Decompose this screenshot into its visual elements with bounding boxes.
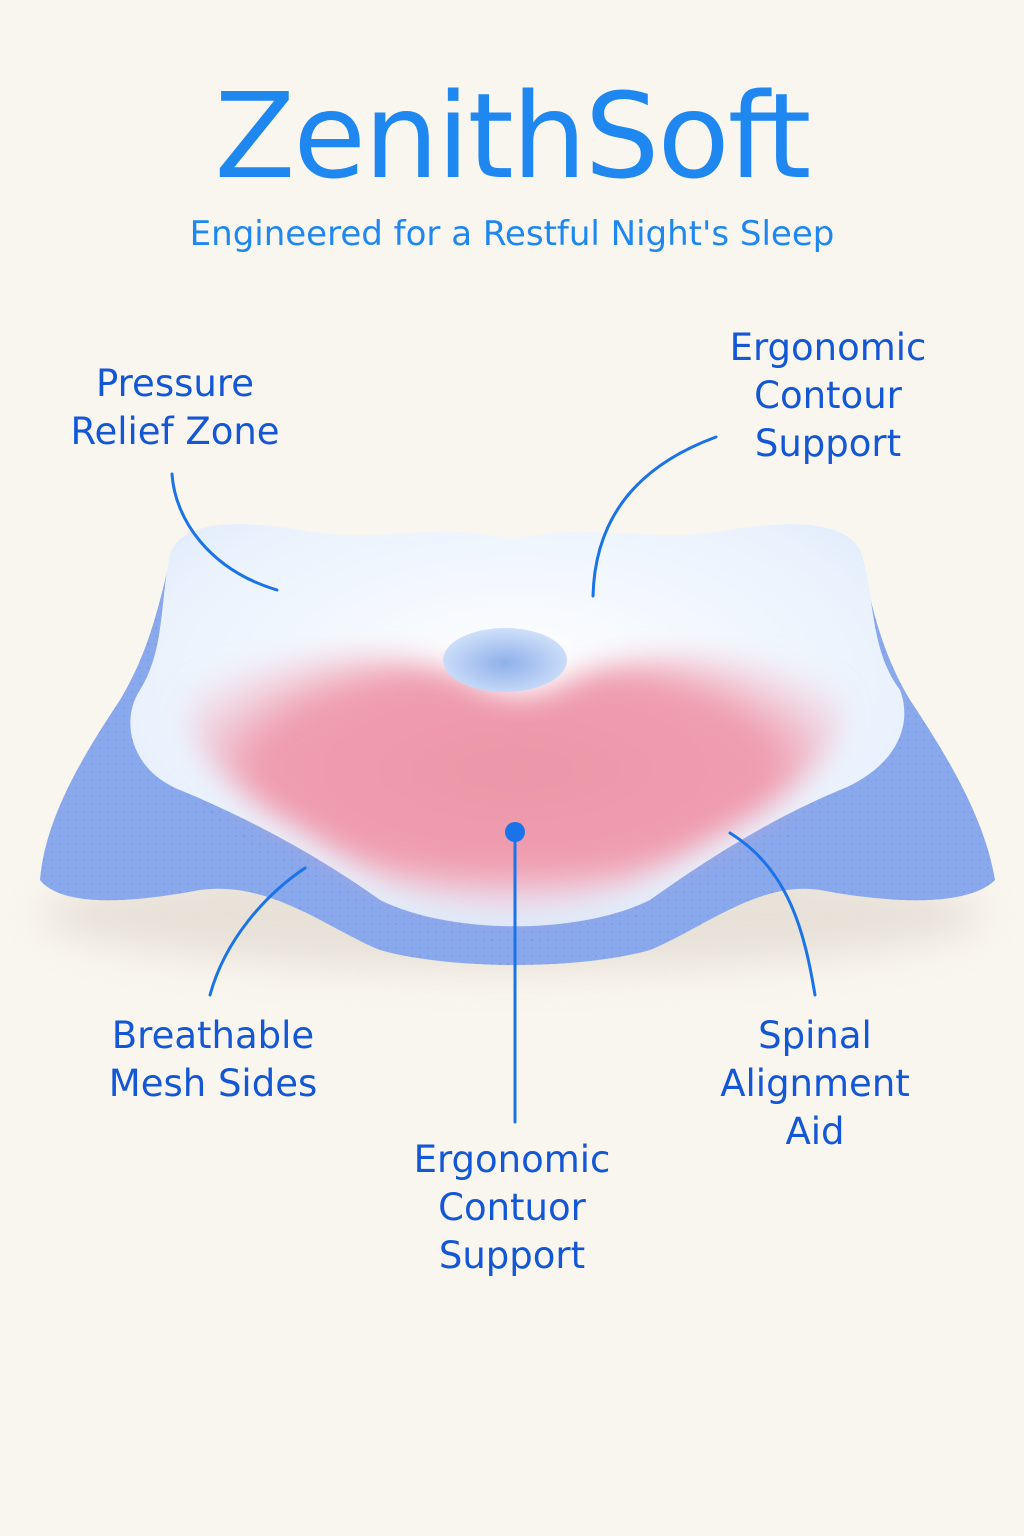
- callout-ergonomic-contour-bottom: Ergonomic Contuor Support: [413, 1138, 611, 1277]
- callout-pressure-relief: Pressure Relief Zone: [70, 362, 280, 453]
- pressure-point-marker: [505, 822, 525, 842]
- pressure-zone: [186, 654, 844, 910]
- brand-title: ZenithSoft: [214, 67, 812, 205]
- leader-contour-top: [591, 435, 718, 598]
- leader-spinal: [728, 831, 817, 997]
- brand-tagline: Engineered for a Restful Night's Sleep: [189, 214, 835, 254]
- leader-pressure: [170, 472, 279, 592]
- leader-mesh: [208, 866, 307, 997]
- callout-breathable-mesh: Breathable Mesh Sides: [108, 1014, 318, 1105]
- callout-ergonomic-contour-top: Ergonomic Contour Support: [729, 326, 927, 465]
- center-hollow: [443, 628, 567, 692]
- callout-spinal-alignment: Spinal Alignment Aid: [720, 1014, 910, 1153]
- leader-lines: [170, 435, 817, 1124]
